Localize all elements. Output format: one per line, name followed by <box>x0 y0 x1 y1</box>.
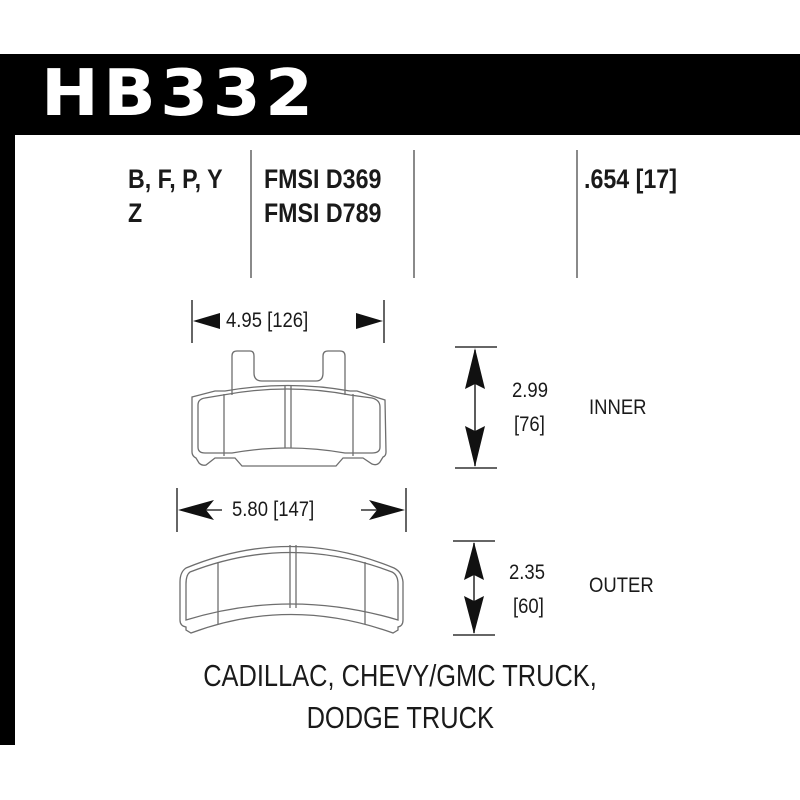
vehicle-line-2-text: DODGE TRUCK <box>306 700 494 735</box>
inner-width-dimension <box>191 300 385 343</box>
outer-pad-label: OUTER <box>589 574 654 597</box>
fmsi-line-2: FMSI D789 <box>264 198 382 228</box>
compounds-line-1: B, F, P, Y <box>128 164 223 194</box>
header-band <box>0 54 800 135</box>
column-divider-3 <box>576 150 578 278</box>
column-divider-2 <box>413 150 415 278</box>
compounds-line-2: Z <box>128 198 143 228</box>
vehicle-applications-line-1: CADILLAC, CHEVY/GMC TRUCK, <box>0 657 800 695</box>
thickness-value: .654 [17] <box>584 164 677 194</box>
outer-height-value: 2.35 <box>509 561 545 584</box>
left-frame-bar <box>0 54 15 745</box>
outer-height-dimension <box>453 540 495 636</box>
outer-pad-outline <box>179 545 404 634</box>
inner-pad-outline <box>191 350 387 467</box>
part-number-title: HB332 <box>41 57 318 131</box>
vehicle-applications-line-2: DODGE TRUCK <box>0 699 800 737</box>
inner-height-value: 2.99 <box>512 379 548 402</box>
vehicle-line-1-text: CADILLAC, CHEVY/GMC TRUCK, <box>203 658 597 693</box>
outer-height-metric: [60] <box>513 595 544 618</box>
inner-width-label: 4.95 [126] <box>226 309 309 332</box>
inner-height-metric: [76] <box>514 413 545 436</box>
outer-width-label: 5.80 [147] <box>232 498 315 521</box>
inner-pad-label: INNER <box>589 396 647 419</box>
outer-width-dimension <box>176 488 407 532</box>
fmsi-line-1: FMSI D369 <box>264 164 382 194</box>
inner-height-dimension <box>455 346 497 469</box>
column-divider-1 <box>250 150 252 278</box>
